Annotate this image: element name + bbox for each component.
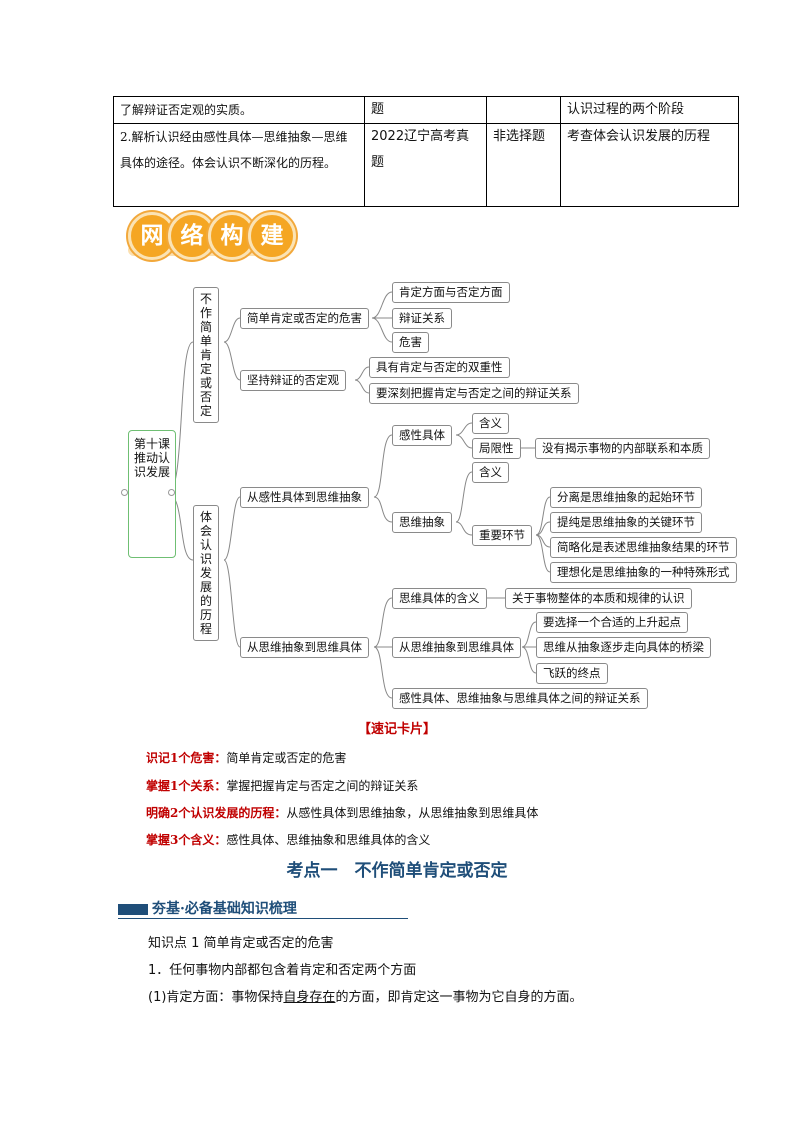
mindmap-node[interactable]: 含义 (472, 462, 509, 483)
table-row: 了解辩证否定观的实质。 题 认识过程的两个阶段 (113, 96, 739, 124)
mindmap-node[interactable]: 没有揭示事物的内部联系和本质 (535, 438, 710, 459)
table-row: 2.解析认识经由感性具体—思维抽象—思维具体的途径。体会认识不断深化的历程。 2… (113, 123, 739, 207)
mindmap-node-b1-2[interactable]: 坚持辩证的否定观 (240, 370, 346, 391)
table-cell: 题 (364, 96, 487, 124)
underlined-term: 自身存在 (283, 990, 336, 1005)
mindmap-node[interactable]: 简略化是表述思维抽象结果的环节 (550, 537, 737, 558)
summary-line: 掌握3个含义：感性具体、思维抽象和思维具体的含义 (146, 831, 430, 848)
mindmap-node[interactable]: 要深刻把握肯定与否定之间的辩证关系 (369, 383, 579, 404)
paragraph: 1．任何事物内部都包含着肯定和否定两个方面 (148, 963, 417, 978)
subhead-text: 夯基·必备基础知识梳理 (152, 901, 297, 917)
knowledge-point: 知识点 1 简单肯定或否定的危害 (148, 936, 334, 951)
collapse-dot-icon[interactable] (121, 489, 128, 496)
mindmap-node-b2[interactable]: 体会认识发展的历程 (193, 505, 219, 641)
mindmap-node[interactable]: 含义 (472, 413, 509, 434)
mindmap-node[interactable]: 辩证关系 (392, 308, 452, 329)
summary-text: 掌握把握肯定与否定之间的辩证关系 (226, 779, 419, 793)
mindmap-node[interactable]: 分离是思维抽象的起始环节 (550, 487, 702, 508)
summary-label: 明确2个认识发展的历程： (146, 806, 287, 820)
mindmap-node-b2-2[interactable]: 从思维抽象到思维具体 (240, 637, 369, 658)
banner-char: 建 (248, 212, 296, 260)
mindmap-node[interactable]: 感性具体、思维抽象与思维具体之间的辩证关系 (392, 688, 648, 709)
mindmap-node-b1[interactable]: 不作简单肯定或否定 (193, 287, 219, 423)
mindmap-node[interactable]: 危害 (392, 332, 429, 353)
table-cell: 认识过程的两个阶段 (560, 96, 739, 124)
table-cell: 非选择题 (486, 123, 561, 207)
summary-text: 简单肯定或否定的危害 (226, 751, 347, 765)
summary-line: 掌握1个关系：掌握把握肯定与否定之间的辩证关系 (146, 777, 418, 794)
mindmap-node-b1-1[interactable]: 简单肯定或否定的危害 (240, 308, 369, 329)
paragraph-part: (1)肯定方面：事物保持 (148, 990, 284, 1005)
mindmap-node[interactable]: 局限性 (472, 438, 521, 459)
mindmap-node-b2-1[interactable]: 从感性具体到思维抽象 (240, 487, 369, 508)
paragraph: (1)肯定方面：事物保持自身存在的方面，即肯定这一事物为它自身的方面。 (148, 986, 582, 1005)
mindmap-node[interactable]: 思维具体的含义 (392, 588, 487, 609)
mindmap-node[interactable]: 关于事物整体的本质和规律的认识 (505, 588, 692, 609)
mindmap-node[interactable]: 要选择一个合适的上升起点 (536, 612, 688, 633)
mindmap-node[interactable]: 提纯是思维抽象的关键环节 (550, 512, 702, 533)
collapse-dot-icon[interactable] (168, 489, 175, 496)
subhead: 夯基·必备基础知识梳理 (118, 898, 408, 919)
mindmap-node[interactable]: 思维从抽象逐步走向具体的桥梁 (536, 637, 711, 658)
section-title: 考点一 不作简单肯定或否定 (286, 861, 508, 881)
card-title: 【速记卡片】 (357, 722, 436, 737)
subhead-bar-icon (118, 904, 148, 915)
mindmap-node[interactable]: 肯定方面与否定方面 (392, 282, 510, 303)
mindmap-node[interactable]: 重要环节 (472, 525, 532, 546)
table-cell: 了解辩证否定观的实质。 (113, 96, 365, 124)
summary-line: 识记1个危害：简单肯定或否定的危害 (146, 749, 346, 766)
summary-text: 感性具体、思维抽象和思维具体的含义 (226, 833, 431, 847)
table-cell: 考查体会认识发展的历程 (560, 123, 739, 207)
mindmap-node[interactable]: 飞跃的终点 (536, 663, 608, 684)
mindmap-node[interactable]: 感性具体 (392, 425, 452, 446)
summary-text: 从感性具体到思维抽象，从思维抽象到思维具体 (286, 806, 539, 820)
summary-label: 掌握3个含义： (146, 833, 227, 847)
curriculum-table: 了解辩证否定观的实质。 题 认识过程的两个阶段 2.解析认识经由感性具体—思维抽… (113, 96, 739, 207)
mindmap-node[interactable]: 思维抽象 (392, 512, 452, 533)
summary-line: 明确2个认识发展的历程：从感性具体到思维抽象，从思维抽象到思维具体 (146, 804, 538, 821)
mindmap-node[interactable]: 具有肯定与否定的双重性 (369, 357, 510, 378)
summary-label: 识记1个危害： (146, 751, 227, 765)
paragraph-part: 的方面，即肯定这一事物为它自身的方面。 (335, 990, 583, 1005)
summary-label: 掌握1个关系： (146, 779, 227, 793)
mindmap-node[interactable]: 理想化是思维抽象的一种特殊形式 (550, 562, 737, 583)
banner-char: 构 (208, 212, 256, 260)
mindmap-node[interactable]: 从思维抽象到思维具体 (392, 637, 521, 658)
mindmap-root-label: 第十课 推动认识发展 (133, 437, 170, 479)
